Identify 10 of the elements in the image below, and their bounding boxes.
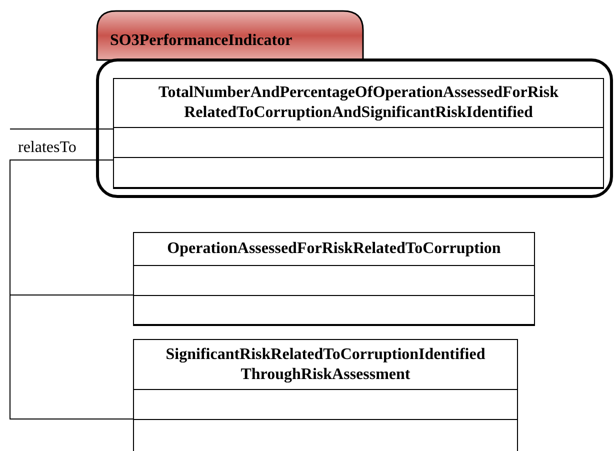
class-box	[133, 232, 535, 326]
class-box	[133, 339, 518, 451]
association-line	[10, 160, 134, 420]
association-line	[10, 128, 114, 130]
class-name: OperationAssessedForRiskRelatedToCorruption	[134, 233, 534, 266]
class-box	[113, 78, 604, 189]
package-name: SO3PerformanceIndicator	[110, 32, 292, 50]
class-name: SignificantRiskRelatedToCorruptionIdentified ThroughRiskAssessment	[134, 340, 517, 390]
package-frame	[96, 10, 613, 198]
class-name: TotalNumberAndPercentageOfOperationAssessedForRisk RelatedToCorruptionAndSignificantRiskIdentified	[114, 79, 603, 128]
